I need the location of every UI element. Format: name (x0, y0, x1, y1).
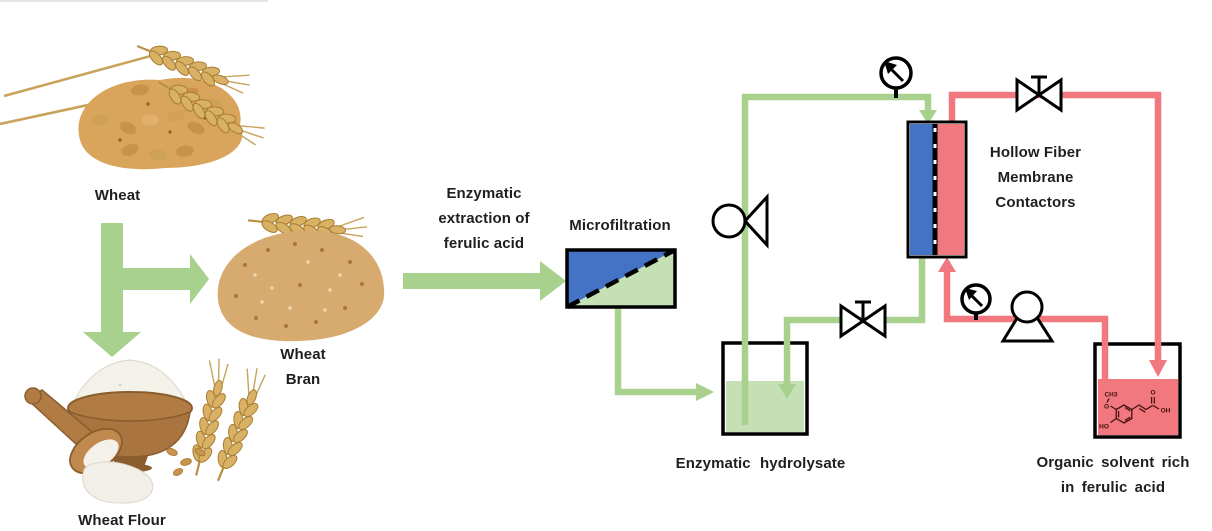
feed-pump-icon (711, 193, 769, 249)
enzymatic-extraction-label: Enzymatic extraction of ferulic acid (438, 185, 530, 252)
solvent-valve-icon (1015, 75, 1063, 113)
molecule-ch3-label: CH3 (1104, 392, 1117, 399)
wheat-label: Wheat (94, 187, 141, 204)
microfiltration-outlet-pipe (614, 306, 697, 396)
enzymatic-hydrolysate-label: Enzymatic hydrolysate (675, 455, 846, 472)
molecule-ho-label: HO (1099, 424, 1109, 431)
organic-solvent-label: Organic solvent rich in ferulic acid (1036, 454, 1190, 496)
wheat-flour-image (24, 355, 275, 504)
microfiltration-label: Microfiltration (569, 217, 671, 234)
molecule-o-methoxy-label: O (1104, 404, 1109, 411)
red-circuit (943, 91, 1162, 380)
solvent-pressure-gauge-icon (960, 283, 992, 320)
outlet-arrowhead (696, 383, 714, 401)
wheat-image (0, 30, 270, 170)
column-solvent-side (937, 124, 964, 255)
wheat-to-bran-arrow (123, 254, 209, 304)
hydrolysate-feed-pipe (741, 93, 932, 425)
membrane-contactors-label: Hollow Fiber Membrane Contactors (989, 144, 1082, 211)
membrane-contactor-column (906, 120, 968, 259)
wheat-to-flour-arrow (83, 223, 141, 357)
column-aqueous-side (910, 124, 933, 255)
ferulic-acid-structure: CH3 O HO O OH (1099, 390, 1171, 431)
wheat-bran-image (217, 204, 385, 342)
bran-to-microfiltration-arrow (403, 261, 566, 301)
microfiltration-unit (565, 248, 677, 309)
feed-arrowhead (919, 110, 937, 124)
column-inlet-arrowhead (938, 257, 956, 272)
wheat-flour-label: Wheat Flour (78, 512, 166, 529)
wheat-bran-label: Wheat Bran (280, 346, 326, 388)
solvent-pump-icon (1000, 290, 1055, 343)
microfiltration-membrane-line (565, 248, 677, 309)
feed-pressure-gauge-icon (879, 56, 913, 98)
organic-solvent-tank (1093, 342, 1182, 439)
hydrolysate-valve-icon (839, 300, 887, 339)
molecule-oh-label: OH (1161, 408, 1171, 415)
hydrolysate-tank (721, 341, 809, 436)
return-arrowhead (778, 384, 796, 399)
tank-inlet-arrowhead (1149, 360, 1167, 377)
molecule-o-carbonyl-label: O (1150, 390, 1155, 397)
